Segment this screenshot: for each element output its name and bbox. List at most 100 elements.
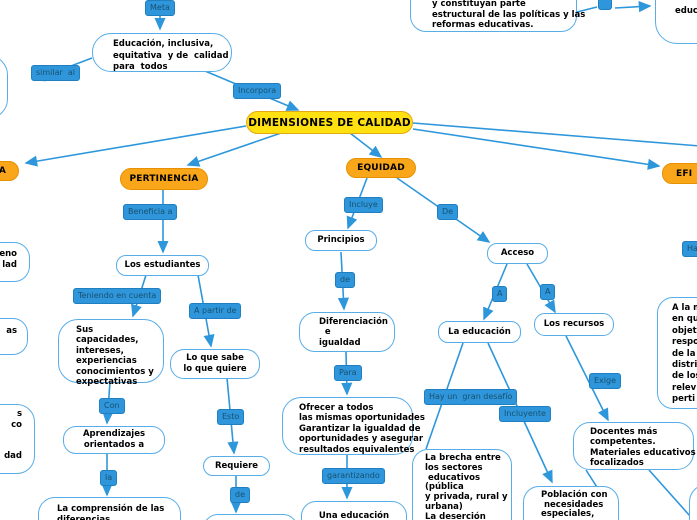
- concept-text-line: s: [16, 409, 22, 419]
- label-la[interactable]: la: [100, 470, 118, 486]
- concept-text-line: Aprendizajes: [82, 429, 146, 439]
- concept-los-recursos[interactable]: Los recursos: [534, 313, 614, 336]
- concept-text-line: de los: [672, 371, 697, 382]
- label-meta[interactable]: Meta: [145, 0, 175, 16]
- label-beneficia-a[interactable]: Beneficia a: [123, 204, 178, 220]
- concept-text-line: relev: [672, 382, 697, 393]
- concept-text-line: competentes.: [590, 437, 656, 448]
- concept-text-line: Una educación: [318, 511, 390, 520]
- concept-text-line: Educación, inclusiva,: [113, 39, 214, 49]
- concept-text-line: para todos: [113, 62, 168, 72]
- topic-label: EFI: [676, 168, 693, 179]
- label-garantizando[interactable]: garantizando: [322, 468, 385, 484]
- concept-text-line: y privada, rural y: [425, 492, 508, 503]
- concept-text-line: orientados a: [83, 440, 145, 450]
- concept-requiere[interactable]: Requiere: [203, 456, 270, 476]
- label-de-requiere[interactable]: de: [230, 487, 250, 503]
- concept-text-line: Los recursos: [543, 319, 605, 330]
- concept-text-line: Requiere: [214, 460, 259, 471]
- label-teniendo-en-cuenta[interactable]: Teniendo en cuenta: [73, 288, 162, 304]
- concept-text-line: Principios: [317, 235, 365, 246]
- concept-text-line: Los estudiantes: [124, 260, 201, 271]
- label-hay-un-gran-desafio[interactable]: Hay un gran desafío: [424, 389, 518, 405]
- label-incluye[interactable]: Incluye: [344, 197, 383, 213]
- topic-eficacia-fragment[interactable]: EFI: [662, 163, 697, 184]
- label-de-acceso[interactable]: De: [437, 204, 459, 220]
- concept-meta-educacion[interactable]: Educación, inclusiva,equitativa y de cal…: [92, 33, 232, 72]
- label-incluyente[interactable]: Incluyente: [499, 406, 551, 422]
- edge-connector-line: [412, 122, 697, 147]
- label-a-educacion[interactable]: A: [492, 286, 508, 302]
- concept-text-line: La educación: [448, 326, 511, 337]
- concept-text-line: [0, 441, 22, 452]
- concept-una-educacion-incluyente[interactable]: Una educaciónINCLUYENTE: [301, 501, 407, 520]
- label-de-principios[interactable]: de: [335, 272, 355, 288]
- label-similar-al[interactable]: similar al: [31, 65, 81, 81]
- concept-text-line: La brecha entre: [425, 453, 501, 463]
- edge-connector-line: [349, 132, 383, 158]
- concept-principios[interactable]: Principios: [305, 230, 377, 251]
- label-con[interactable]: Con: [99, 398, 125, 414]
- concept-text-line: educativos: [425, 472, 481, 483]
- edge-connector-line: [186, 131, 285, 167]
- concept-text-line: capacidades,: [76, 335, 139, 346]
- concept-educa-fragment[interactable]: educa: [655, 0, 697, 44]
- concept-text-line: las mismas oportunidades: [299, 413, 425, 424]
- topic-pertinencia[interactable]: PERTINENCIA: [120, 168, 208, 190]
- concept-text-line: y constituyan parte: [432, 0, 526, 9]
- concept-text-line: resultados equivalentes: [299, 444, 415, 455]
- concept-text-line: La comprensión de las: [57, 504, 165, 514]
- concept-acceso[interactable]: Acceso: [487, 243, 548, 264]
- concept-text-line: Docentes más: [590, 427, 658, 437]
- concept-text-line: diferencias: [57, 515, 111, 520]
- concept-text-line: los sectores: [425, 462, 483, 473]
- concept-text-line: respo: [672, 337, 697, 348]
- concept-text-line: eno: [0, 249, 17, 259]
- concept-text-line: lo que quiere: [183, 364, 247, 374]
- label-a-recursos[interactable]: A: [540, 284, 556, 300]
- concept-text-line: Diferenciación: [319, 317, 388, 327]
- topic-relevancia-fragment[interactable]: A: [0, 161, 19, 181]
- concept-left-fragment-2[interactable]: as: [0, 318, 28, 355]
- label-a-partir-de[interactable]: A partir de: [189, 303, 242, 319]
- concept-text-line: urbana): [425, 501, 463, 512]
- topic-label: DIMENSIONES DE CALIDAD: [248, 116, 411, 129]
- concept-text-line: especiales,: [541, 509, 595, 520]
- edge-connector-line: [565, 335, 609, 422]
- topic-dimensiones-de-calidad[interactable]: DIMENSIONES DE CALIDAD: [246, 111, 413, 134]
- concept-text-line: Acceso: [500, 248, 535, 259]
- concept-la-educacion[interactable]: La educación: [438, 321, 521, 343]
- concept-text-line: Materiales educativos: [590, 447, 696, 458]
- label-ha-fragment[interactable]: Ha: [682, 241, 697, 257]
- concept-text-line: oportunidades y asegurar: [299, 434, 424, 445]
- label-incorpora[interactable]: Incorpora: [233, 83, 282, 99]
- concept-text-line: A la m: [672, 303, 697, 313]
- concept-text-line: as: [6, 326, 17, 336]
- concept-los-estudiantes[interactable]: Los estudiantes: [116, 255, 209, 276]
- topic-equidad[interactable]: EQUIDAD: [346, 158, 416, 178]
- concept-text-line: Población con: [541, 490, 608, 500]
- concept-bottom-fragment[interactable]: [203, 514, 298, 520]
- concept-text-line: reformas educativas.: [432, 20, 534, 30]
- label-esto[interactable]: Esto: [217, 409, 245, 425]
- concept-text-line: La deserción: [425, 511, 486, 520]
- concept-text-line: de la: [672, 348, 696, 359]
- label-topright-fragment[interactable]: [598, 0, 612, 10]
- concept-text-line: perti: [672, 394, 696, 405]
- label-exige[interactable]: Exige: [589, 373, 622, 389]
- label-para[interactable]: Para: [334, 365, 362, 381]
- concept-text-line: Garantizar la igualdad de: [299, 423, 421, 434]
